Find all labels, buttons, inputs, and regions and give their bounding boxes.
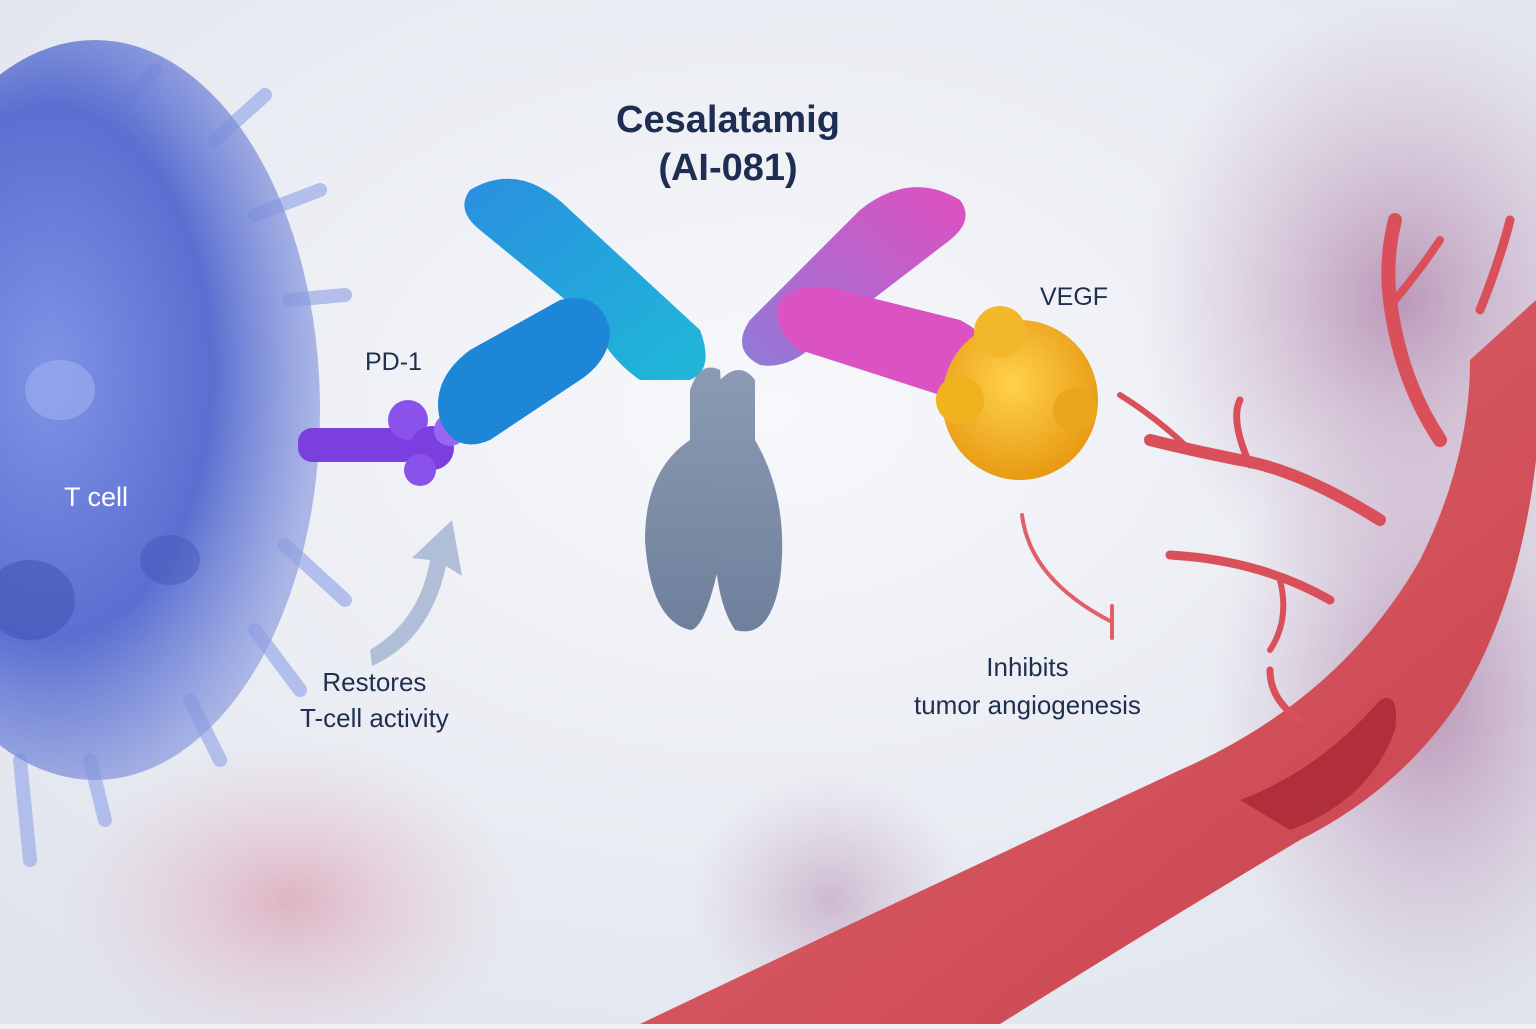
inhibits-line-1: Inhibits — [986, 652, 1069, 682]
inhibits-line-2: tumor angiogenesis — [914, 690, 1141, 720]
vegf-molecule — [936, 306, 1098, 480]
antibody-left-arm — [438, 178, 706, 445]
inhibits-angiogenesis-label: Inhibits tumor angiogenesis — [914, 648, 1141, 724]
t-cell — [0, 40, 352, 867]
inhibition-t-bar-icon — [1020, 513, 1114, 640]
antibody-fc-region — [645, 367, 783, 632]
restores-line-1: Restores — [322, 667, 427, 697]
restores-activity-label: Restores T-cell activity — [300, 664, 449, 736]
drug-name: Cesalatamig — [616, 99, 840, 141]
blood-vessel — [640, 213, 1536, 1024]
drug-title: Cesalatamig (AI-081) — [528, 96, 928, 192]
t-cell-label: T cell — [64, 482, 129, 512]
drug-code: (AI-081) — [658, 147, 798, 189]
curved-up-arrow-icon — [370, 520, 462, 666]
vegf-label: VEGF — [1040, 283, 1109, 311]
restores-line-2: T-cell activity — [300, 703, 449, 733]
antibody-right-arm — [742, 187, 992, 398]
pd1-label: PD-1 — [365, 348, 422, 376]
